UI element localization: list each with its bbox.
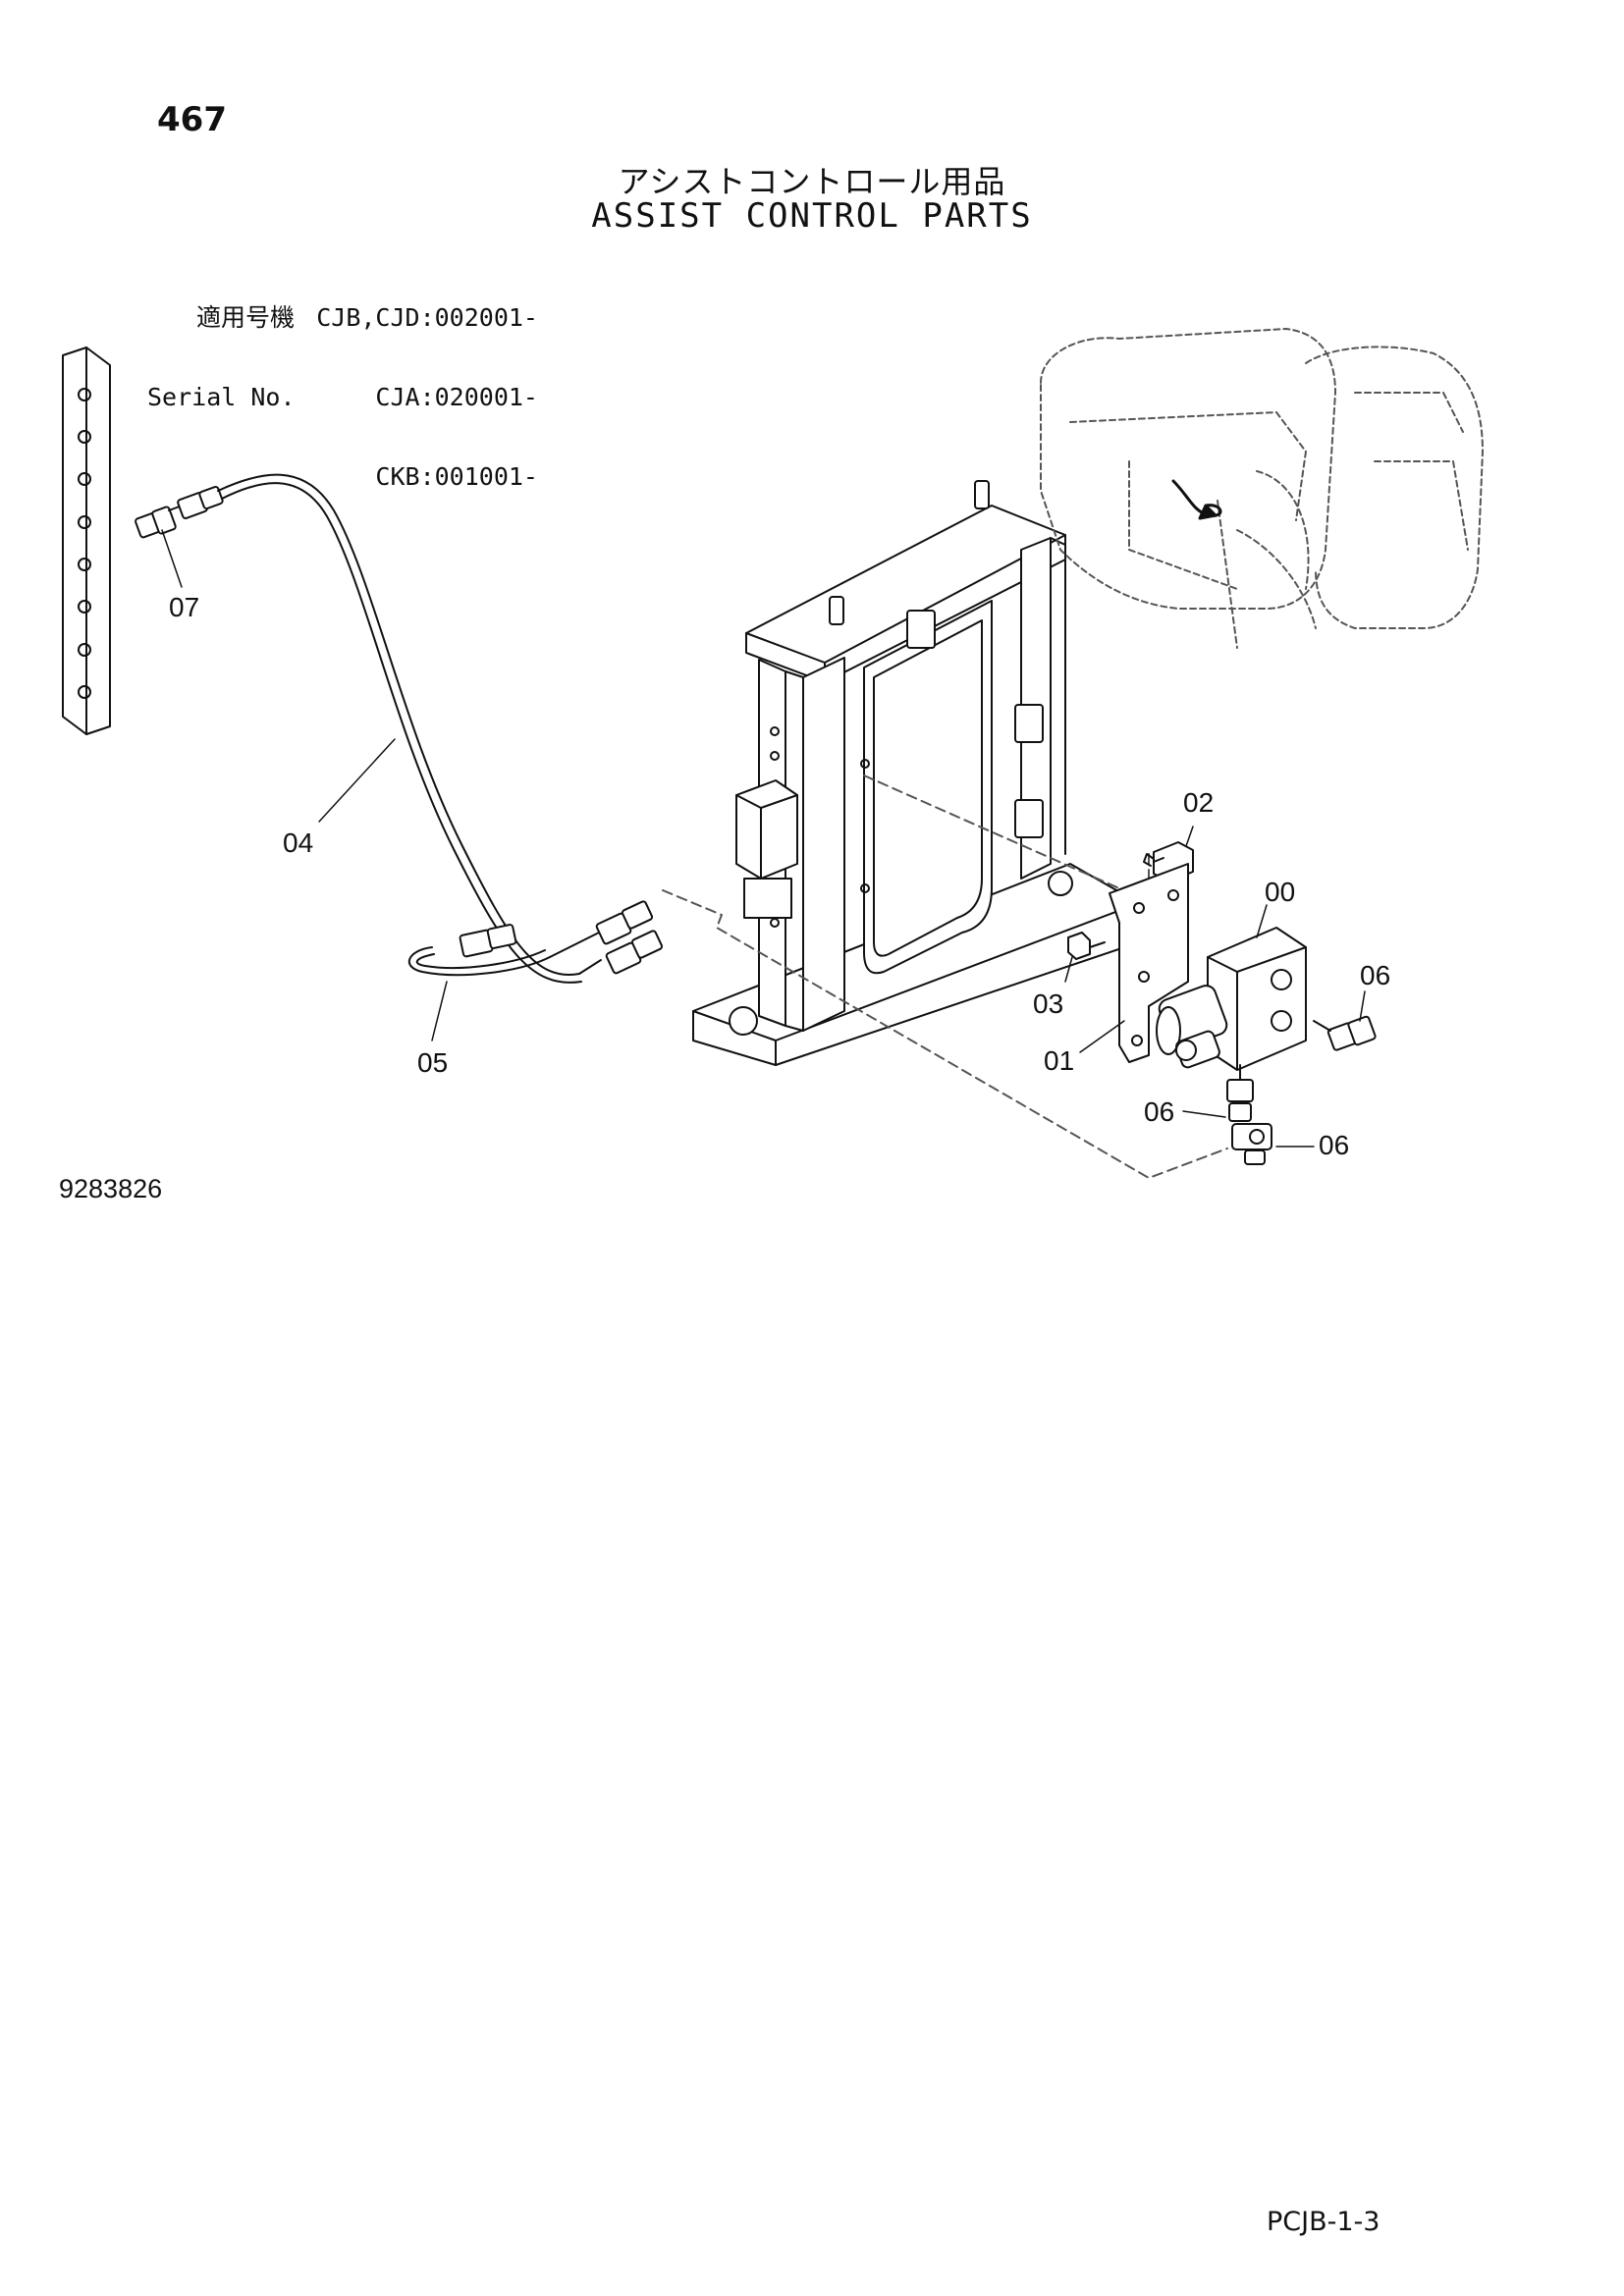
serial-value-1: CJB,CJD:002001-: [316, 303, 538, 332]
serial-values: CJB,CJD:002001- CJA:020001- CKB:001001-: [312, 251, 538, 516]
callout-06-bottom-left: 06: [1144, 1096, 1174, 1127]
callout-labels: 07 04 05 02 00 03 01 06 06 06: [169, 592, 1390, 1160]
callout-04: 04: [283, 828, 313, 858]
hose-05: [407, 924, 551, 977]
part-03-screw: [1067, 932, 1106, 960]
mounting-strip: [62, 347, 111, 735]
hose-04: [177, 473, 582, 984]
callout-01: 01: [1044, 1045, 1074, 1076]
callout-06-right: 06: [1360, 960, 1390, 990]
callout-05: 05: [417, 1047, 448, 1078]
drawing-number: 9283826: [59, 1174, 163, 1203]
part-06-fitting-bottom: [1226, 1064, 1272, 1165]
serial-label-en: Serial No.: [147, 383, 296, 411]
serial-value-2: CJA:020001-: [375, 383, 538, 411]
serial-value-3: CKB:001001-: [375, 462, 538, 491]
title-japanese: アシストコントロール用品: [618, 163, 1006, 200]
title-english: ASSIST CONTROL PARTS: [591, 196, 1033, 236]
callout-02: 02: [1183, 787, 1214, 818]
serial-label-jp: 適用号機: [195, 303, 295, 332]
machine-location-arrow: [1171, 479, 1222, 520]
part-06-fitting-right: [1313, 1015, 1377, 1051]
callout-07: 07: [169, 592, 199, 622]
page-number: 467: [157, 100, 227, 139]
sheet-code: PCJB-1-3: [1267, 2207, 1380, 2237]
parts-diagram: 07 04 05 02 00 03 01 06 06 06: [62, 328, 1484, 1179]
leader-lines: [161, 529, 1366, 1148]
hose-end-fittings: [549, 900, 664, 975]
callout-00: 00: [1265, 877, 1295, 907]
machine-overview: [1040, 328, 1484, 649]
part-00-valve: [1156, 927, 1307, 1071]
callout-03: 03: [1033, 988, 1063, 1019]
callout-06-bottom-right: 06: [1319, 1130, 1349, 1160]
serial-labels: 適用号機 Serial No.: [147, 251, 296, 437]
main-frame: [692, 480, 1140, 1066]
part-01-plate: [1109, 863, 1189, 1063]
part-07-fitting: [135, 504, 186, 539]
